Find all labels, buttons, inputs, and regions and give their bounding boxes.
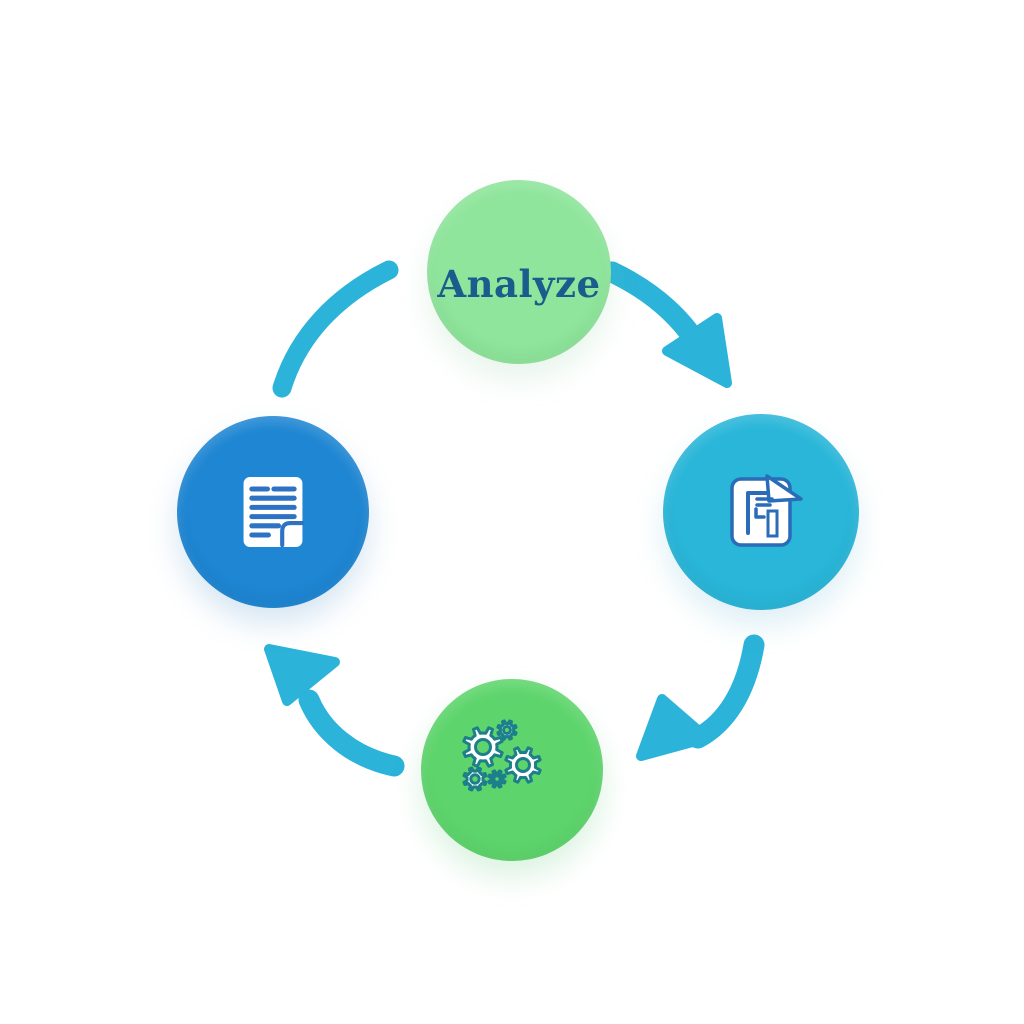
gears-icon: [462, 719, 542, 792]
node-analyze-label: Analyze: [437, 262, 601, 306]
arrow-right-to-bottom: [636, 634, 765, 761]
arc-left-to-top: [272, 260, 399, 398]
arrow-bottom-to-left: [264, 644, 405, 777]
node-file: [663, 414, 859, 610]
file-folded-corner-icon: [730, 474, 803, 547]
node-process: [421, 679, 603, 861]
node-report: [177, 416, 369, 608]
document-lines-icon: [243, 477, 305, 548]
arrow-top-to-right: [601, 261, 732, 388]
node-analyze: Analyze: [427, 180, 611, 364]
